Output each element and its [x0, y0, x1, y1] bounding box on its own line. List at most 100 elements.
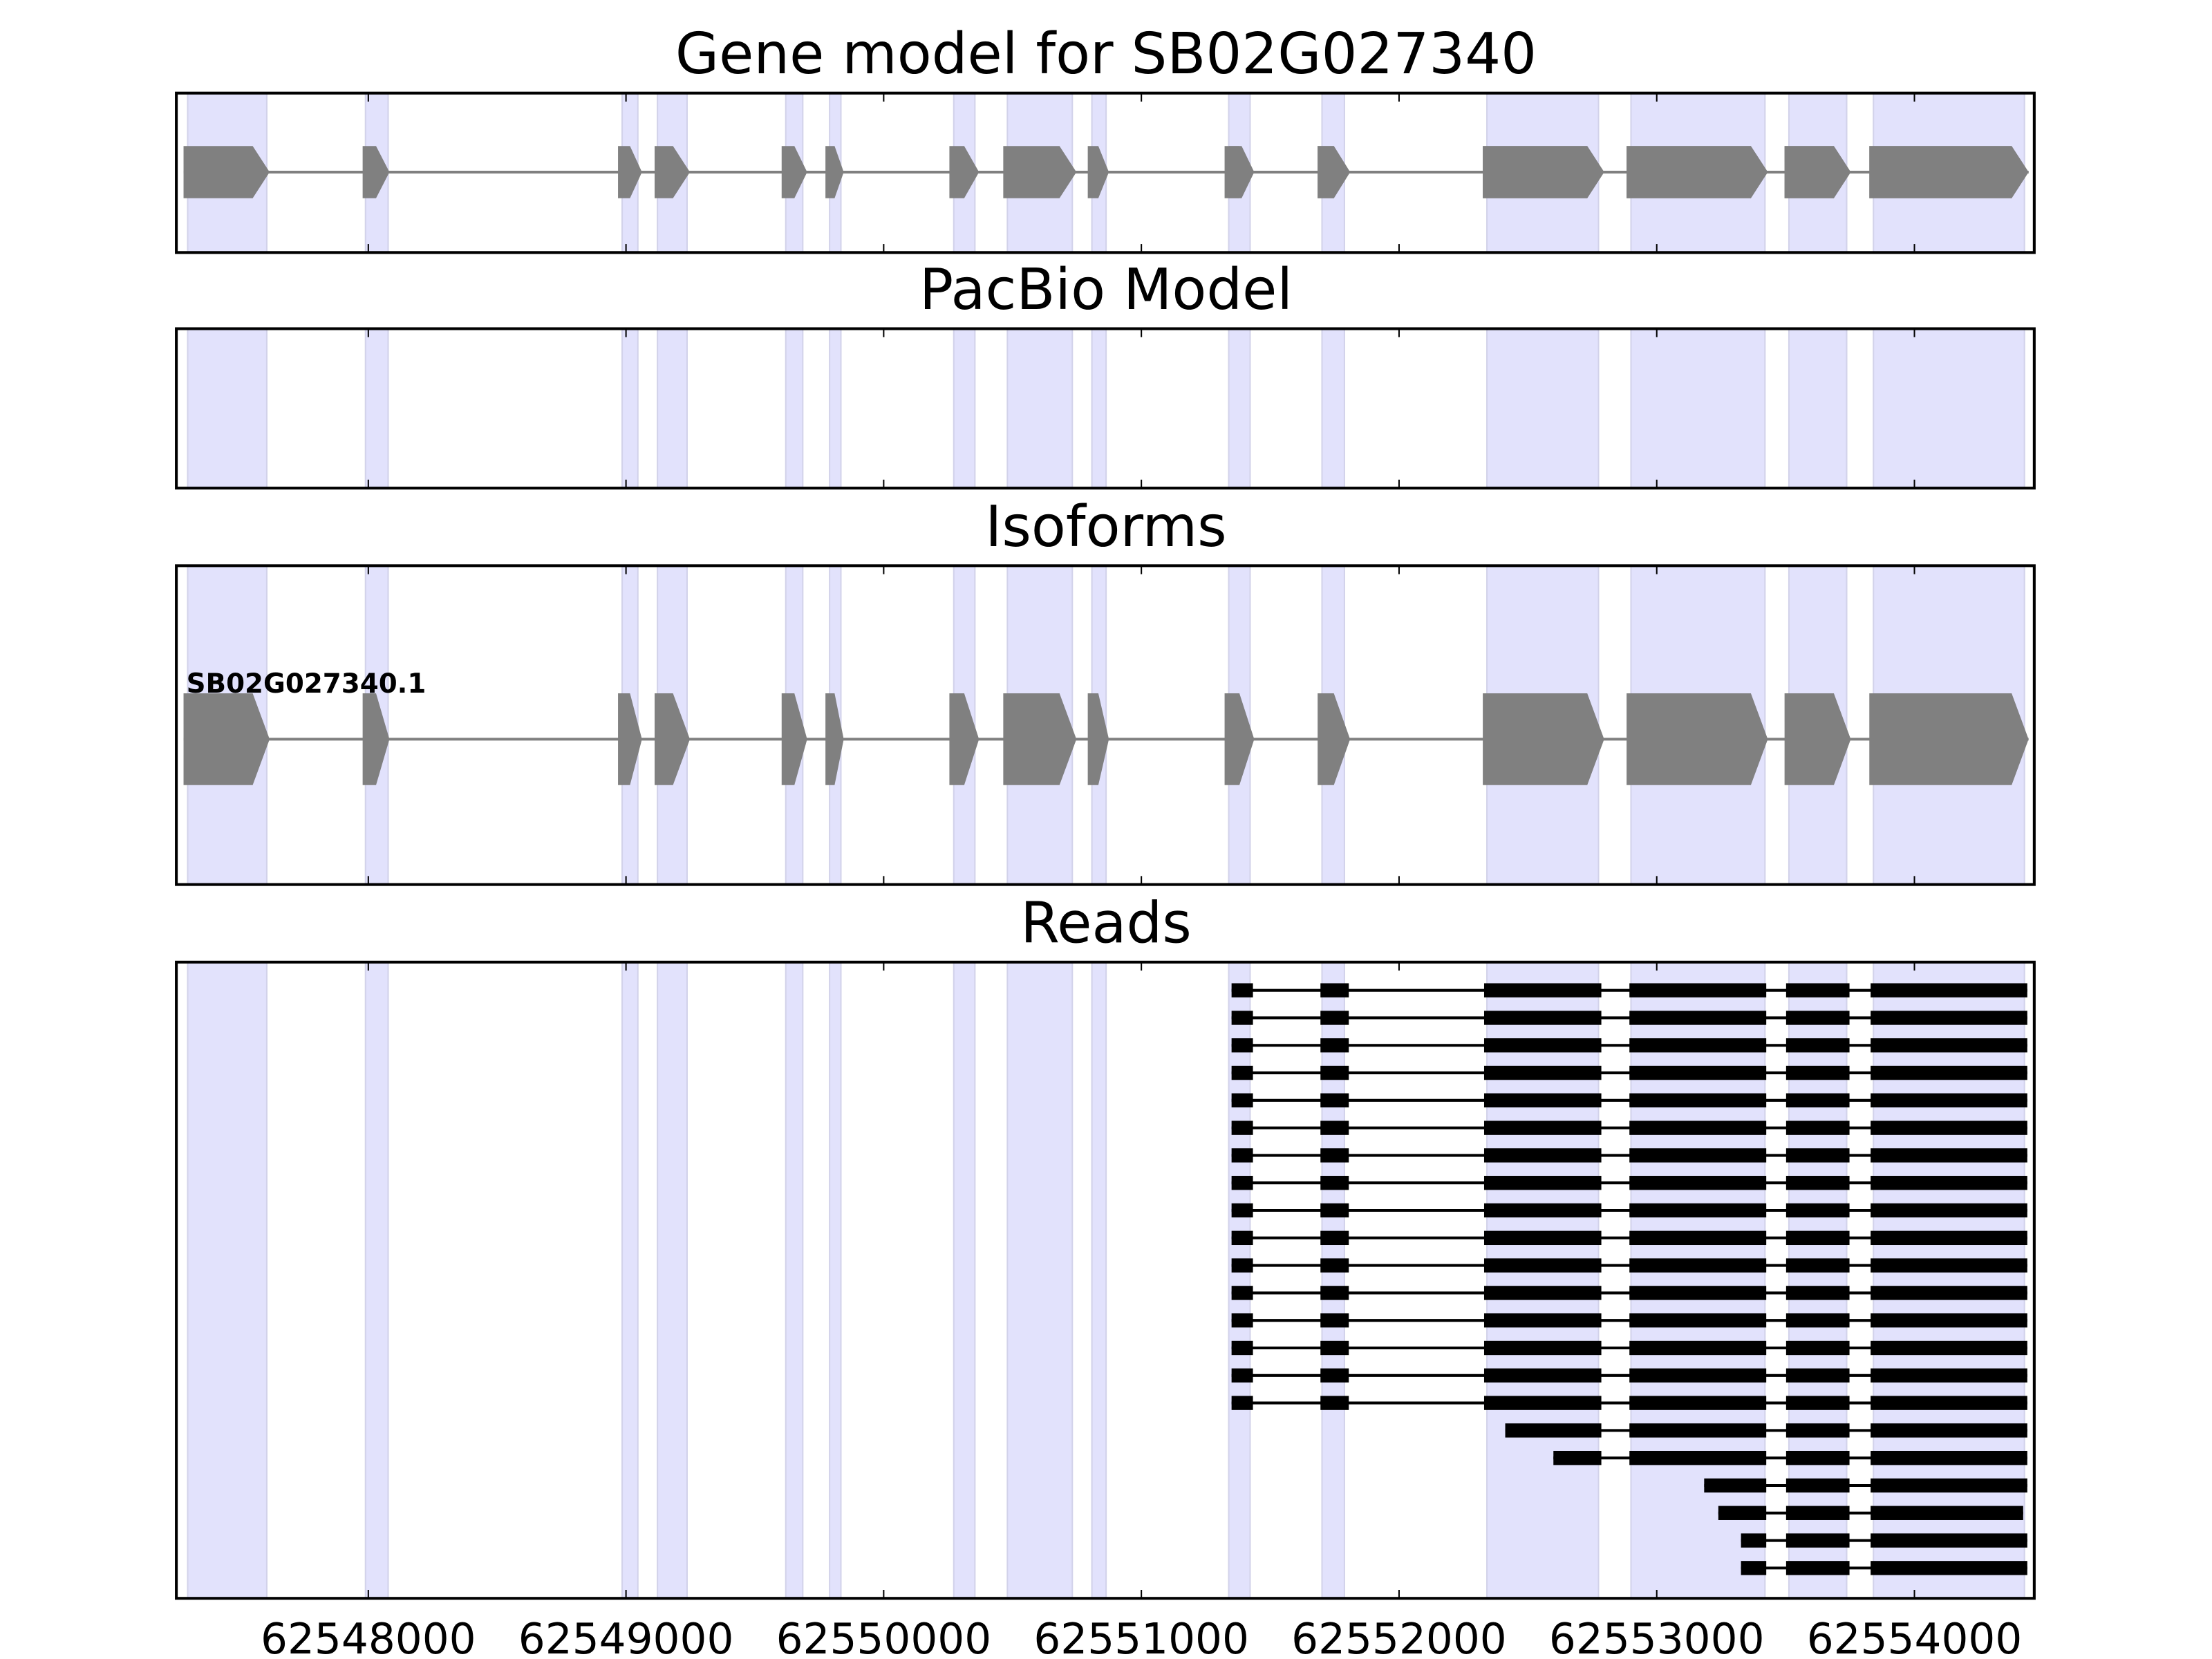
- read-exon: [1231, 1121, 1253, 1135]
- read-exon: [1553, 1450, 1602, 1465]
- read-exon: [1785, 1038, 1850, 1053]
- isoform-exon: [1869, 693, 2029, 785]
- read-exon: [1871, 1340, 2027, 1356]
- read-exon: [1483, 1011, 1602, 1025]
- read-exon: [1231, 1258, 1253, 1273]
- read-exon: [1483, 1203, 1602, 1218]
- exon-band: [1873, 961, 2025, 1600]
- read-exon: [1320, 1286, 1349, 1300]
- read-exon: [1231, 1396, 1253, 1410]
- read-exon: [1871, 1478, 2027, 1493]
- read-exon: [1629, 1258, 1767, 1273]
- exon-band: [1788, 961, 1848, 1600]
- read-exon: [1718, 1506, 1767, 1520]
- read-exon: [1231, 1148, 1253, 1163]
- read-exon: [1871, 1286, 2027, 1300]
- read-exon: [1320, 1396, 1349, 1410]
- exon-band: [1228, 961, 1251, 1600]
- x-tick-label: 62549000: [518, 1615, 734, 1659]
- read-exon: [1483, 1368, 1602, 1382]
- exon-band: [785, 961, 804, 1600]
- read-exon: [1629, 1450, 1767, 1465]
- read-exon: [1629, 1230, 1767, 1246]
- exon-band: [1873, 328, 2025, 489]
- isoform-exon: [654, 693, 691, 785]
- exon-band: [187, 328, 268, 489]
- read-exon: [1871, 1148, 2027, 1163]
- read-exon: [1785, 1011, 1850, 1025]
- x-tick-label: 62553000: [1549, 1615, 1765, 1659]
- read-exon: [1785, 983, 1850, 997]
- read-exon: [1629, 1396, 1767, 1410]
- read-exon: [1505, 1423, 1602, 1438]
- read-exon: [1483, 1258, 1602, 1273]
- read-exon: [1871, 1396, 2027, 1410]
- exon-band: [829, 328, 842, 489]
- read-exon: [1785, 1340, 1850, 1356]
- read-exon: [1483, 1038, 1602, 1053]
- exon-band: [1321, 328, 1345, 489]
- read-exon: [1320, 1038, 1349, 1053]
- isoform-exon: [1627, 693, 1768, 785]
- read-exon: [1629, 1038, 1767, 1053]
- exon-arrow: [1869, 146, 2029, 198]
- read-exon: [1629, 1286, 1767, 1300]
- read-exon: [1785, 1093, 1850, 1108]
- read-exon: [1231, 1065, 1253, 1080]
- read-exon: [1785, 1230, 1850, 1246]
- read-exon: [1320, 1203, 1349, 1218]
- read-exon: [1741, 1561, 1767, 1575]
- read-exon: [1785, 1423, 1850, 1438]
- exon-band: [364, 961, 389, 1600]
- isoform-exon: [1087, 693, 1109, 785]
- read-exon: [1320, 983, 1349, 997]
- read-exon: [1231, 1203, 1253, 1218]
- read-exon: [1231, 1011, 1253, 1025]
- panel-reads-3: [175, 960, 2036, 1600]
- exon-arrow: [1228, 146, 1255, 198]
- exon-band: [364, 328, 389, 489]
- read-exon: [1483, 1093, 1602, 1108]
- exon-arrow: [1003, 146, 1077, 198]
- axes-frame: [175, 91, 2036, 254]
- read-exon: [1320, 1065, 1349, 1080]
- read-exon: [1785, 1450, 1850, 1465]
- axes-frame: [175, 960, 2036, 1600]
- panel-title-isoforms: Isoforms: [985, 494, 1226, 560]
- read-exon: [1231, 1176, 1253, 1190]
- read-exon: [1483, 1313, 1602, 1328]
- exon-arrow: [654, 146, 691, 198]
- read-exon: [1320, 1230, 1349, 1246]
- exon-band: [829, 961, 842, 1600]
- read-exon: [1629, 1423, 1767, 1438]
- exon-arrow: [362, 146, 390, 198]
- read-exon: [1871, 1368, 2027, 1382]
- read-exon: [1483, 1286, 1602, 1300]
- read-exon: [1871, 983, 2027, 997]
- read-exon: [1871, 1423, 2027, 1438]
- panel-title-reads: Reads: [1020, 890, 1192, 956]
- read-exon: [1629, 1340, 1767, 1356]
- read-exon: [1785, 1286, 1850, 1300]
- read-exon: [1483, 1148, 1602, 1163]
- exon-arrow: [1483, 146, 1604, 198]
- read-exon: [1785, 1506, 1850, 1520]
- exon-band: [1630, 328, 1766, 489]
- read-exon: [1629, 1313, 1767, 1328]
- read-exon: [1320, 1258, 1349, 1273]
- exon-band: [1486, 328, 1600, 489]
- read-exon: [1320, 1093, 1349, 1108]
- read-exon: [1785, 1176, 1850, 1190]
- read-exon: [1629, 1093, 1767, 1108]
- read-exon: [1871, 1230, 2027, 1246]
- panel-title-gene-model: Gene model for SB02G027340: [675, 21, 1537, 87]
- isoform-exon: [362, 693, 390, 785]
- read-exon: [1629, 1368, 1767, 1382]
- isoform-exon: [781, 693, 807, 785]
- isoform-exon: [183, 693, 270, 785]
- panel-title-pacbio-model: PacBio Model: [919, 257, 1293, 323]
- panel-isoform-2: SB02G027340.1: [175, 564, 2036, 886]
- read-exon: [1785, 1368, 1850, 1382]
- read-exon: [1785, 1203, 1850, 1218]
